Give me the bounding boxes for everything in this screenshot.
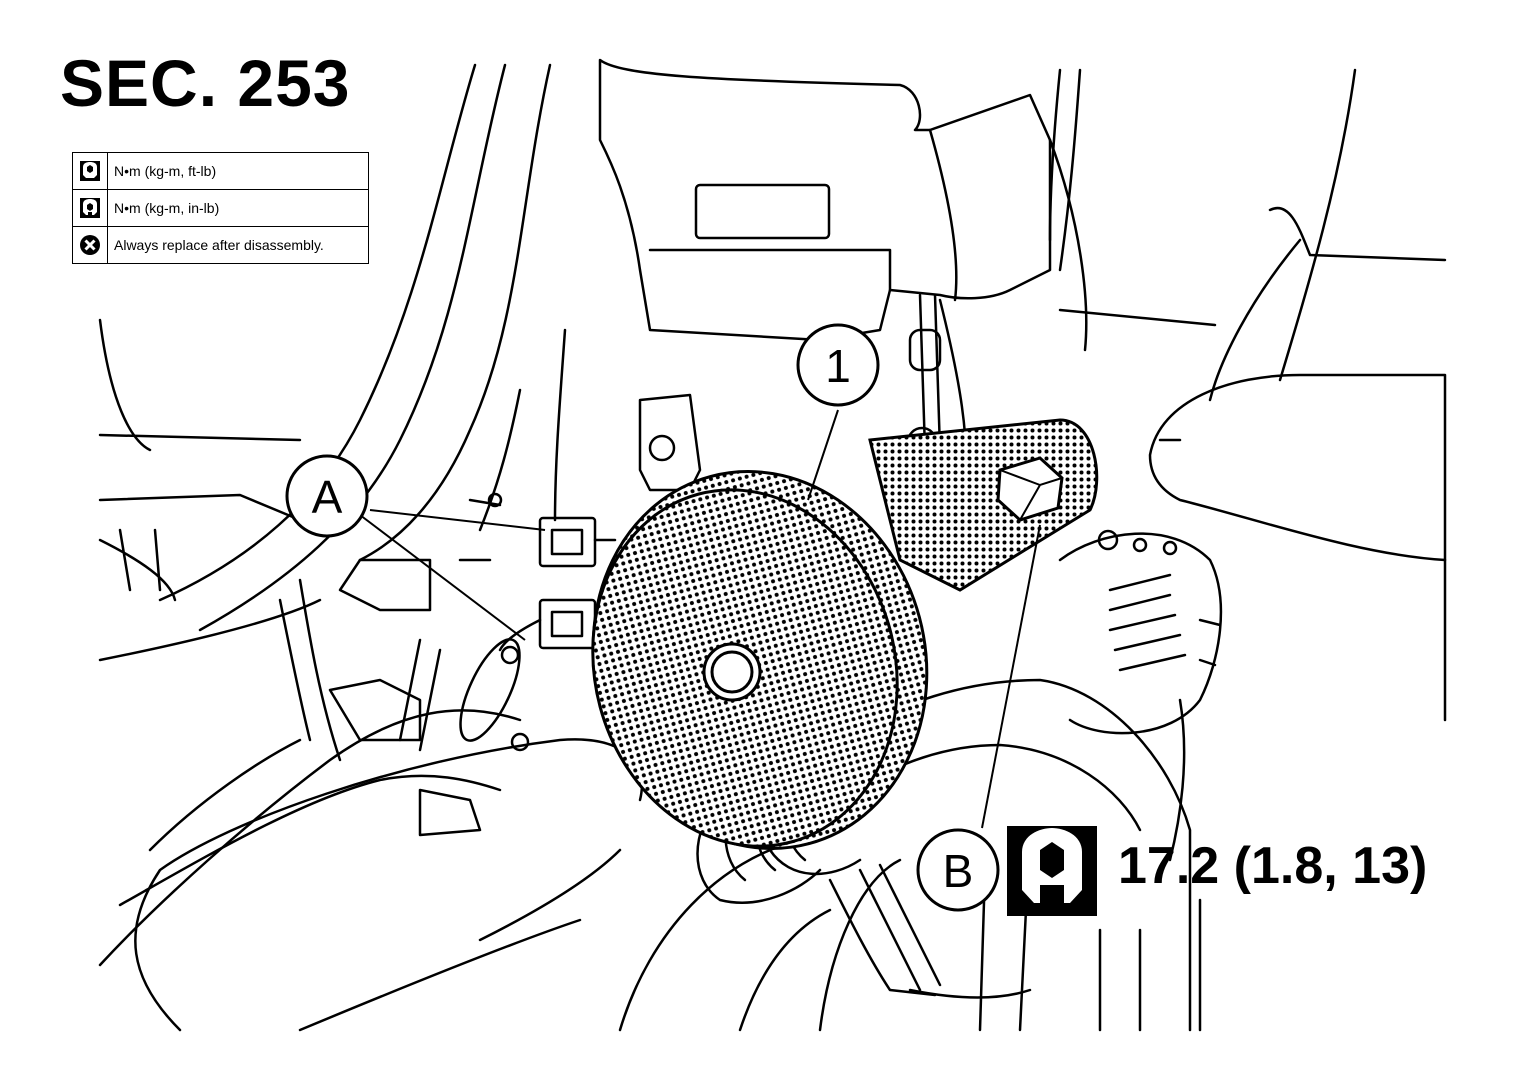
leader-a-lower xyxy=(359,514,526,641)
callout-b-circle xyxy=(916,828,1000,912)
section-title: SEC. 253 xyxy=(60,46,351,120)
callout-1-circle xyxy=(796,323,880,407)
legend-text: N•m (kg-m, in-lb) xyxy=(107,189,369,227)
front-bumper-edge xyxy=(98,709,522,967)
leader-1 xyxy=(807,409,839,501)
horn-connector-lower xyxy=(538,598,597,650)
legend-row: N•m (kg-m, in-lb) xyxy=(72,189,369,227)
alternator-body xyxy=(1058,532,1223,735)
horn-connector-upper xyxy=(538,516,597,568)
bracket-label-plate xyxy=(694,183,831,240)
legend-row: N•m (kg-m, ft-lb) xyxy=(72,152,369,190)
callout-a-circle xyxy=(285,454,369,538)
callout-a-label: A xyxy=(312,471,343,523)
horn-mounting-nut xyxy=(996,456,1064,522)
legend-row: Always replace after disassembly. xyxy=(72,226,369,264)
wrench-torque-small-icon xyxy=(80,198,100,218)
left-panel-edge xyxy=(158,63,477,602)
torque-value: 17.2 (1.8, 13) xyxy=(1118,837,1428,895)
symbol-legend: N•m (kg-m, ft-lb) N•m (kg-m, in-lb) Al xyxy=(72,152,369,264)
legend-text: Always replace after disassembly. xyxy=(107,226,369,264)
horn-mounting-bracket xyxy=(868,418,1099,592)
legend-text: N•m (kg-m, ft-lb) xyxy=(107,152,369,190)
right-component-housing xyxy=(1148,373,1447,562)
callout-b-label: B xyxy=(943,845,974,897)
callout-1-label: 1 xyxy=(825,340,851,392)
wrench-torque-icon xyxy=(80,161,100,181)
replace-x-icon xyxy=(80,235,100,255)
wrench-torque-icon xyxy=(1007,826,1097,916)
leader-a-upper xyxy=(369,509,546,531)
leader-b xyxy=(981,524,1041,829)
horn-bracket-frame xyxy=(598,58,1052,342)
